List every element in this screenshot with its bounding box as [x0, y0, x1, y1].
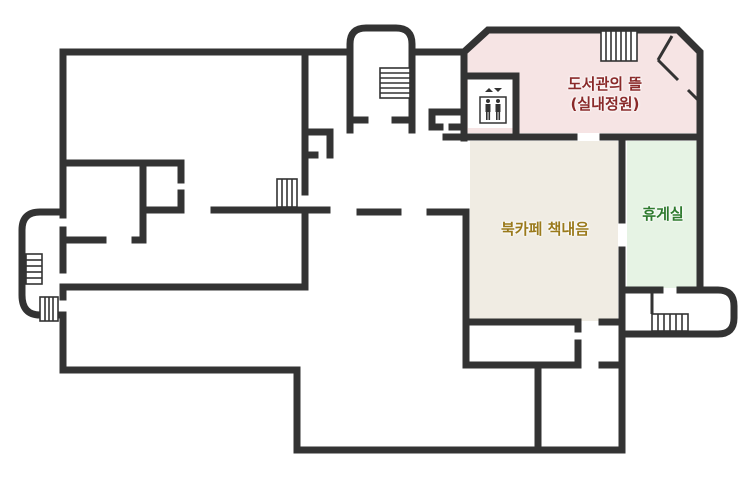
- room-lounge-area[interactable]: [627, 141, 699, 288]
- room-garden-area[interactable]: [466, 29, 702, 133]
- garden-label-line2: (실내정원): [570, 95, 640, 113]
- stairs-icon: [276, 178, 298, 208]
- garden-label-line1: 도서관의 뜰: [567, 75, 643, 93]
- room-label-garden: 도서관의 뜰 (실내정원): [540, 74, 670, 114]
- room-book-cafe-area[interactable]: [470, 141, 618, 321]
- stairs-icon: [600, 30, 638, 62]
- stairs-icon: [651, 313, 689, 332]
- room-label-lounge: 휴게실: [642, 205, 684, 223]
- elevator-icon: [460, 72, 520, 138]
- stairs-icon: [379, 67, 411, 99]
- stairs-icon: [39, 296, 59, 322]
- walls: [18, 24, 738, 454]
- room-label-book-cafe: 북카페 책내음: [500, 220, 590, 238]
- stairs-icon: [25, 253, 43, 285]
